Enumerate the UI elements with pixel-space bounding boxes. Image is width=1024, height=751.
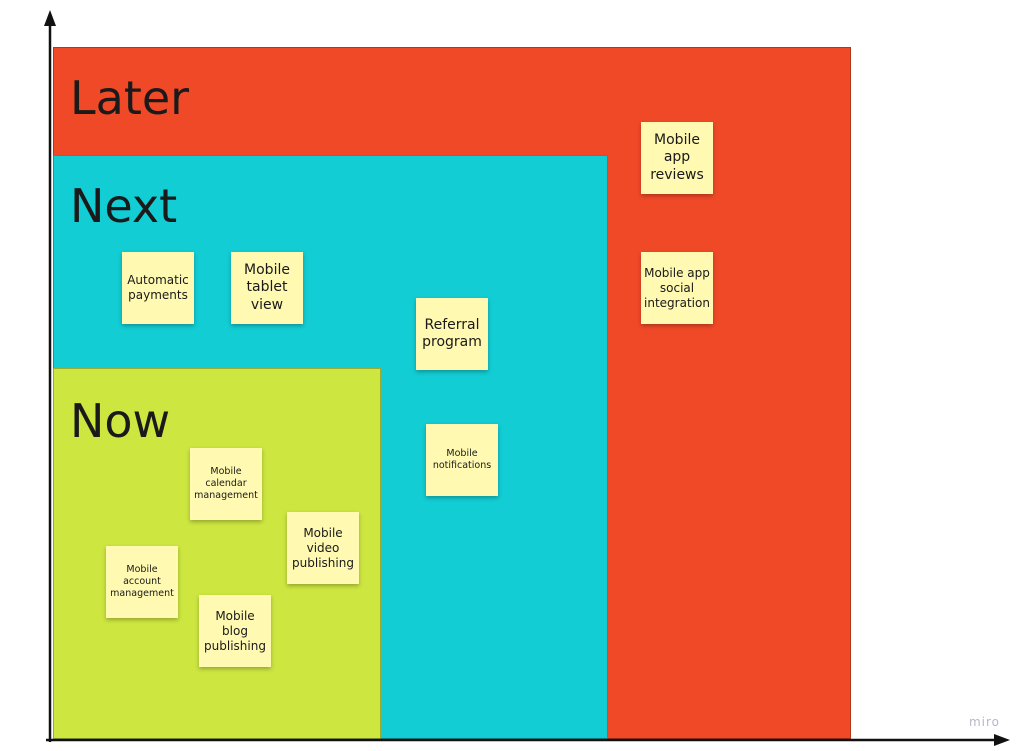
y-axis-arrow-icon <box>44 10 56 26</box>
sticky-note-mobile-blog-publishing[interactable]: Mobile blog publishing <box>199 595 271 667</box>
miro-watermark: miro <box>968 715 1000 729</box>
sticky-note-mobile-video-publishing[interactable]: Mobile video publishing <box>287 512 359 584</box>
sticky-note-mobile-tablet-view[interactable]: Mobile tablet view <box>231 252 303 324</box>
sticky-note-text: Mobile notifications <box>432 448 492 471</box>
zone-later-label: Later <box>70 71 190 125</box>
sticky-note-mobile-calendar-management[interactable]: Mobile calendar management <box>190 448 262 520</box>
sticky-note-mobile-account-management[interactable]: Mobile account management <box>106 546 178 618</box>
x-axis-arrow-icon <box>994 734 1010 746</box>
sticky-note-text: Mobile app reviews <box>650 131 704 183</box>
sticky-note-automatic-payments[interactable]: Automatic payments <box>122 252 194 324</box>
sticky-note-text: Mobile app social integration <box>644 265 710 310</box>
sticky-note-mobile-app-reviews[interactable]: Mobile app reviews <box>641 122 713 194</box>
sticky-note-text: Mobile tablet view <box>244 261 290 313</box>
sticky-note-mobile-app-social-integration[interactable]: Mobile app social integration <box>641 252 713 324</box>
zone-now-label: Now <box>70 394 171 448</box>
sticky-note-referral-program[interactable]: Referral program <box>416 298 488 370</box>
sticky-note-text: Mobile account management <box>110 564 174 599</box>
sticky-note-text: Mobile blog publishing <box>204 608 266 653</box>
sticky-note-text: Automatic payments <box>127 273 189 302</box>
sticky-note-text: Mobile video publishing <box>292 525 354 570</box>
sticky-note-mobile-notifications[interactable]: Mobile notifications <box>426 424 498 496</box>
zone-next-label: Next <box>70 179 178 233</box>
sticky-note-text: Mobile calendar management <box>194 466 258 501</box>
sticky-note-text: Referral program <box>422 316 482 351</box>
